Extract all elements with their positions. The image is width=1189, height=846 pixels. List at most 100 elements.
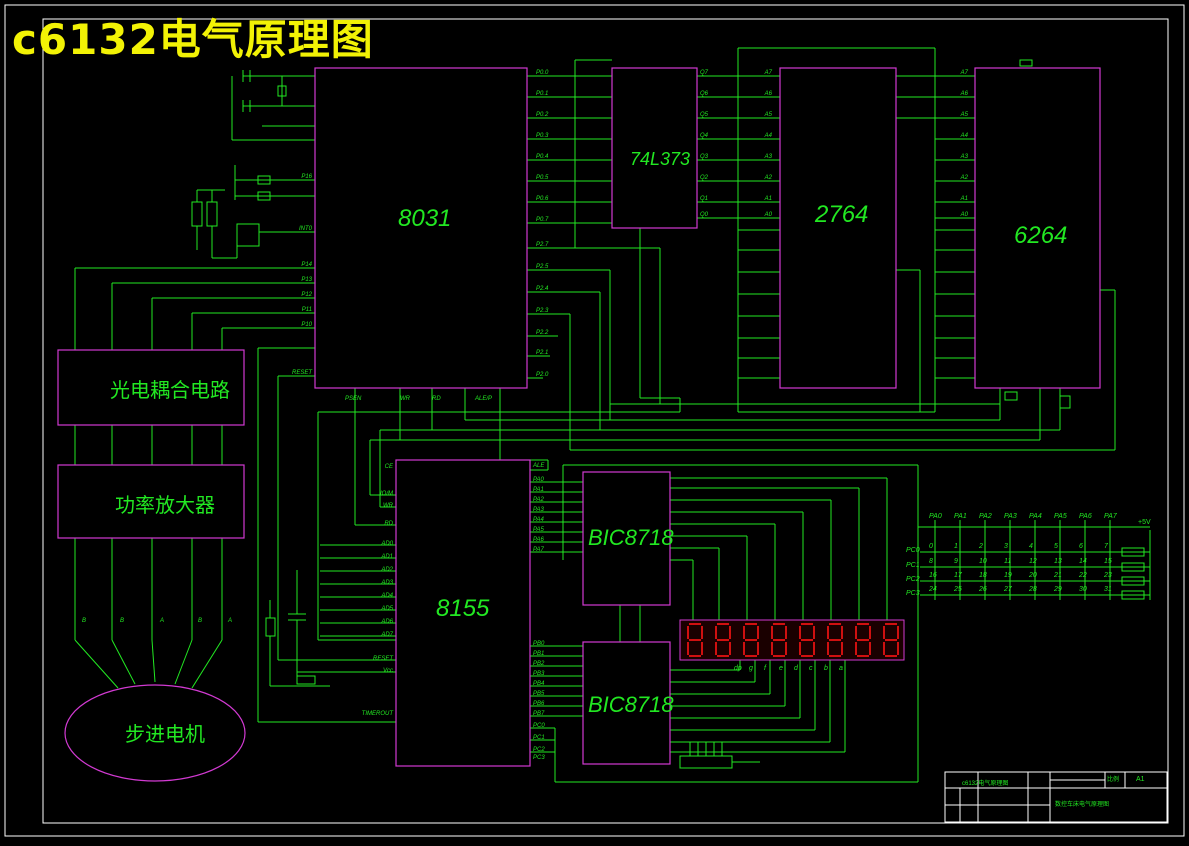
keypad-key: 9 [954,558,958,565]
segment-label: b [824,665,828,672]
motor-phase-label: B [198,618,202,624]
io-right-pin: PB5 [533,691,545,697]
io-left-pin: RD [384,521,393,527]
ram-addr-pin: A7 [960,70,969,76]
seven-segment-display [679,619,905,661]
io-right-pin: PC2 [533,747,545,753]
keypad-column: PA0 [929,513,942,520]
io-left-pin: AD5 [380,606,393,612]
keypad-column: PA6 [1079,513,1092,520]
io-right-pin: PB4 [533,681,545,687]
keypad-key: 24 [928,586,937,593]
keypad-column: PA1 [954,513,967,520]
display-digit [855,623,871,657]
io-right-pin: PB1 [533,651,544,657]
display-digit [743,623,759,657]
outer-frame [4,4,1185,837]
keypad-column: PA2 [979,513,992,520]
io-right-pin: PA0 [533,477,545,483]
io-left-pin: AD2 [380,567,393,573]
cpu-right-pin: P0.3 [536,133,549,139]
cpu-left-pin: P16 [301,174,312,180]
cpu-right-pin: P2.0 [536,372,549,378]
latch-q-pin: Q3 [700,154,709,160]
keypad-column: PA5 [1054,513,1067,520]
segment-label: d [794,665,799,672]
keypad-key: 16 [929,572,937,579]
keypad-key: 13 [1054,558,1062,565]
ram-addr-pin: A4 [960,133,969,139]
eprom-addr-pin: A2 [764,175,773,181]
ram-addr-pin: A6 [960,91,969,97]
keypad-key: 17 [954,572,963,579]
cpu-left-pin: P11 [302,307,312,313]
driver2-label: BIC8718 [588,692,674,717]
keypad-key: 20 [1028,572,1037,579]
latch-q-pin: Q5 [700,112,709,118]
chip-outlines [57,67,1101,782]
latch-label: 74L373 [630,149,690,169]
title-block-sheet: A1 [1136,776,1145,783]
io-left-pin: CE [385,464,394,470]
keypad-column: PA4 [1029,513,1042,520]
keypad-row: PC2 [906,576,920,583]
cpu-left-pin: P13 [301,277,312,283]
io-right-pin: PA6 [533,537,545,543]
display-digit [687,623,703,657]
ram-addr-pin: A1 [960,196,968,202]
chip-8155 [395,459,531,767]
io-right-pin: PB0 [533,641,545,647]
eprom-addr-pin: A6 [764,91,773,97]
keypad-key: 30 [1079,586,1087,593]
segment-label: a [839,665,843,672]
chip-6264 [974,67,1101,389]
cpu-bottom-pin: ALE/P [474,396,492,402]
block-motor [64,684,246,782]
keypad-supply: +5V [1138,519,1151,526]
io-right-pin: ALE [532,463,545,469]
io-right-pin: PA3 [533,507,545,513]
chip-2764 [779,67,897,389]
io-right-pin: PC1 [533,735,545,741]
keypad-key: 25 [953,586,962,593]
segment-label: g [749,665,753,672]
keypad-key: 5 [1054,543,1058,550]
chip-74l373 [611,67,698,229]
cpu-label: 8031 [398,205,451,232]
latch-q-pin: Q6 [700,91,709,97]
ram-addr-pin: A5 [960,112,969,118]
keypad-row: PC3 [906,590,920,597]
motor-phase-label: B [82,618,86,624]
keypad-key: 14 [1079,558,1087,565]
io-right-pin: PB6 [533,701,545,707]
block-amplifier [57,464,245,539]
keypad-key: 10 [979,558,987,565]
latch-q-pin: Q4 [700,133,709,139]
amplifier-label: 功率放大器 [115,494,215,517]
keypad-key: 29 [1053,586,1062,593]
ram-label: 6264 [1014,222,1067,249]
io-label: 8155 [436,595,490,622]
cpu-left-pin: INT0 [299,226,313,232]
display-digit [771,623,787,657]
cpu-bottom-pin: WR [400,396,411,402]
motor-phase-label: A [159,618,164,624]
eprom-addr-pin: A1 [764,196,772,202]
eprom-addr-pin: A0 [764,212,773,218]
segment-label: c [809,665,813,672]
motor-phase-label: B [120,618,124,624]
keypad-key: 27 [1003,586,1013,593]
motor-label: 步进电机 [125,723,205,746]
keypad-key: 12 [1029,558,1037,565]
cpu-right-pin: P2.2 [536,330,549,336]
keypad-key: 6 [1079,543,1083,550]
io-right-pin: PC3 [533,755,545,761]
cpu-right-pin: P2.1 [536,350,548,356]
io-left-pin: AD6 [380,619,393,625]
ram-addr-pin: A3 [960,154,969,160]
io-right-pin: PB7 [533,711,545,717]
io-right-pin: PA5 [533,527,545,533]
io-left-pin: IO/M [380,491,393,497]
cpu-right-pin: P2.3 [536,308,549,314]
cpu-right-pin: P0.4 [536,154,549,160]
